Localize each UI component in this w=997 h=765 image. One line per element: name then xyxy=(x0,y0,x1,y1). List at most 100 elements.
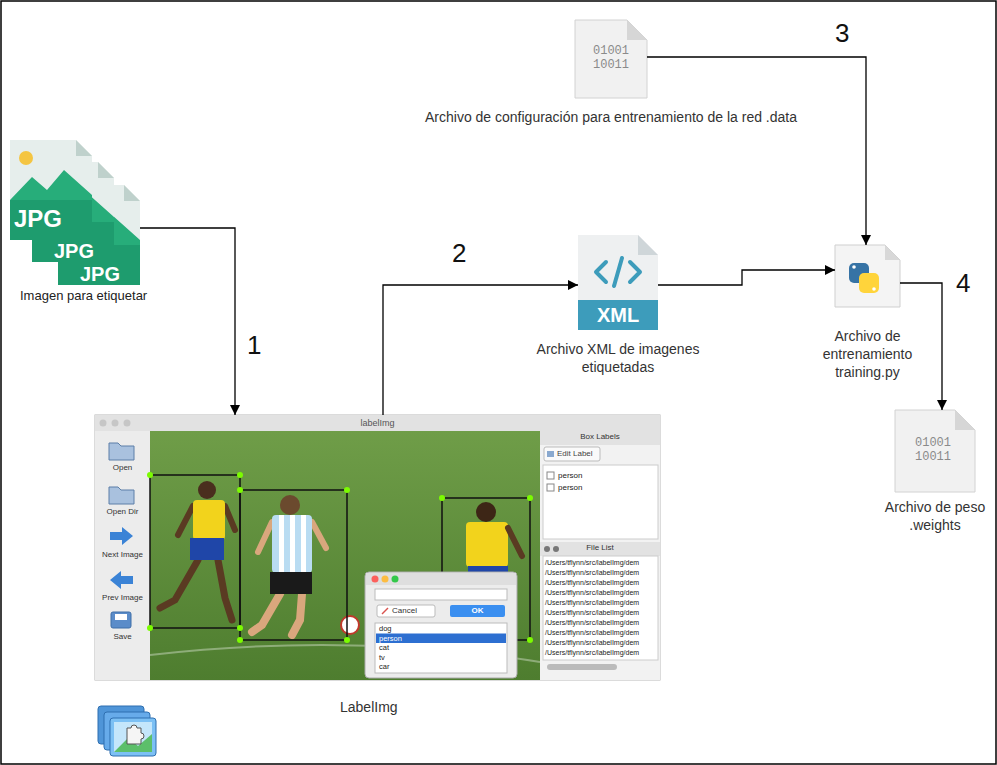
panel-header: Box Labels xyxy=(540,432,660,442)
file-type-text: JPG xyxy=(14,206,62,232)
jpg-images-icon-part xyxy=(10,170,92,200)
jpg-images-icon xyxy=(10,140,140,285)
labelimg-app-icon xyxy=(98,706,156,756)
labelimg-screenshot-part-part xyxy=(147,625,153,631)
toolbar-label: Save xyxy=(95,632,150,642)
labelimg-screenshot-part xyxy=(190,538,224,560)
labelimg-screenshot-part xyxy=(280,495,300,515)
weights-file-icon xyxy=(895,410,975,492)
labelimg-app-icon-part xyxy=(110,718,156,756)
labelimg-screenshot-part-part xyxy=(237,487,243,493)
labelimg-screenshot-part xyxy=(392,576,399,583)
toolbar-label: Open xyxy=(95,463,150,473)
button-label: Cancel xyxy=(392,606,417,616)
labelimg-screenshot-part xyxy=(100,420,107,427)
config-file-icon-part xyxy=(627,20,647,40)
step-number: 3 xyxy=(835,18,849,48)
labelimg-screenshot-part xyxy=(160,560,198,608)
box-label-item: person xyxy=(558,471,582,481)
labelimg-screenshot-part xyxy=(109,487,134,504)
panel-header: File List xyxy=(540,543,660,553)
labelimg-screenshot-part xyxy=(240,490,347,640)
labelimg-screenshot-part xyxy=(341,616,359,634)
labelimg-app-icon-part xyxy=(114,722,152,752)
step-number: 1 xyxy=(247,330,261,360)
window-title: labelImg xyxy=(95,417,660,429)
labelimg-screenshot-part-part xyxy=(344,637,350,643)
labelimg-screenshot-part xyxy=(252,594,280,632)
class-list-item: person xyxy=(379,634,402,644)
labelimg-screenshot-part xyxy=(225,506,235,530)
labelimg-screenshot-part xyxy=(150,431,540,680)
labelimg-screenshot-part xyxy=(193,500,225,540)
xml-file-icon-part xyxy=(578,235,658,330)
button-label: OK xyxy=(450,606,505,616)
jpg-images-icon: JPGJPGJPGImagen para etiquetar xyxy=(10,140,140,285)
labelimg-screenshot-part xyxy=(543,465,658,539)
config-file-icon-part xyxy=(575,20,647,98)
labelimg-screenshot-part xyxy=(547,451,554,457)
jpg-images-icon-part xyxy=(19,151,33,165)
labelimg-screenshot-part xyxy=(377,605,435,617)
xml-file-icon-part xyxy=(630,262,640,282)
xml-file-icon-part xyxy=(596,262,606,282)
labelimg-screenshot-part xyxy=(150,475,240,628)
flow-arrow xyxy=(658,270,835,285)
labelimg-screenshot-part xyxy=(547,472,554,479)
flow-arrow xyxy=(647,57,866,245)
labelimg-app-icon-part xyxy=(127,725,144,744)
labelimg-screenshot-part xyxy=(198,481,216,499)
file-list-item: /Users/tflynn/src/labelImg/dem xyxy=(545,618,639,627)
jpg-images-icon-part xyxy=(124,185,140,201)
labelimg-screenshot-part-part xyxy=(527,495,533,501)
xml-file-icon xyxy=(578,235,658,330)
box-label-item: person xyxy=(558,483,582,493)
file-caption: Imagen para etiquetar xyxy=(20,288,147,304)
labelimg-screenshot-part xyxy=(95,415,660,431)
labelimg-screenshot-part-part xyxy=(439,495,445,501)
labelimg-screenshot-part xyxy=(218,560,232,620)
labelimg-screenshot-part xyxy=(115,614,127,620)
labelimg-screenshot-part xyxy=(508,528,522,556)
labelimg-screenshot-part xyxy=(553,546,559,552)
labelimg-screenshot-part xyxy=(375,623,507,673)
file-list-item: /Users/tflynn/src/labelImg/dem xyxy=(545,608,639,617)
labelimg-screenshot-part xyxy=(375,589,507,600)
python-file-icon: Archivo de entrenamiento training.py xyxy=(835,245,900,307)
file-caption: Archivo de entrenamiento training.py xyxy=(813,327,923,381)
labelimg-screenshot-part xyxy=(112,420,119,427)
labelimg-window: labelImgLabelImgOpenOpen DirNext ImagePr… xyxy=(95,415,660,680)
toolbar-label: Open Dir xyxy=(95,507,150,517)
labelimg-screenshot-part xyxy=(301,515,306,573)
binary-digits: 01001 10011 xyxy=(915,436,955,464)
xml-file-icon-part xyxy=(638,235,658,255)
jpg-images-icon-part xyxy=(10,200,92,240)
labelimg-screenshot-part xyxy=(466,522,508,567)
button-label: Edit Label xyxy=(557,449,593,459)
jpg-images-icon-part xyxy=(10,140,92,240)
labelimg-screenshot-part-part xyxy=(237,472,243,478)
weights-file-icon-part xyxy=(895,410,975,492)
labelimg-screenshot-part xyxy=(382,576,389,583)
labelimg-screenshot-part xyxy=(540,542,660,556)
labelimg-screenshot-part xyxy=(365,572,517,678)
weights-file-icon: 01001 10011Archivo de peso .weights xyxy=(895,410,975,492)
labelimg-screenshot-part xyxy=(547,484,554,491)
flow-arrow xyxy=(140,228,235,415)
python-file-icon-part xyxy=(852,265,856,269)
class-list-item: tv xyxy=(379,653,385,663)
labelimg-screenshot-part xyxy=(290,515,295,573)
xml-file-icon-part xyxy=(578,300,658,330)
labelimg-screenshot-part xyxy=(543,556,658,660)
file-caption: Archivo de peso .weights xyxy=(882,498,988,534)
file-type-text: JPG xyxy=(54,241,94,261)
weights-file-icon-part xyxy=(955,410,975,430)
labelimg-screenshot-part-part xyxy=(237,625,243,631)
labelimg-screenshot-part xyxy=(258,522,272,552)
labelimg-screenshot-part xyxy=(279,515,284,573)
labelimg-screenshot-part xyxy=(312,522,326,548)
class-list-item: dog xyxy=(379,624,392,634)
labelimg-screenshot-part xyxy=(476,502,496,522)
labelimg-screenshot-part xyxy=(366,573,516,585)
